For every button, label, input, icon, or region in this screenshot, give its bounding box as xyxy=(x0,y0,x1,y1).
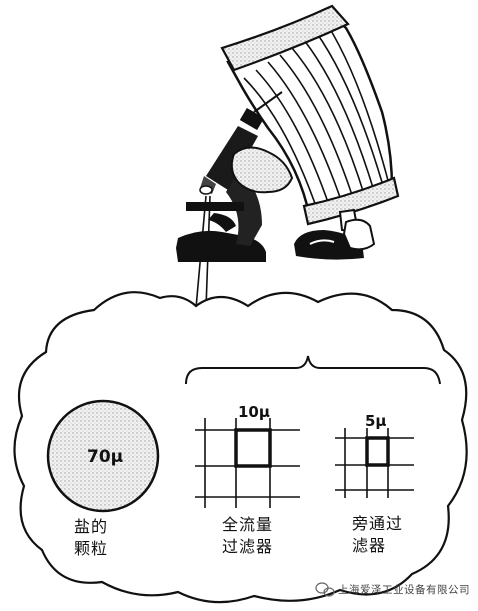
filter-strap xyxy=(253,91,283,113)
shoe-highlight xyxy=(309,239,335,245)
filter-pleats xyxy=(243,23,391,213)
microscope-stage xyxy=(186,202,244,211)
character-shoe-right xyxy=(342,218,376,251)
view-pointer xyxy=(195,195,211,309)
microscope-illustration xyxy=(176,4,400,262)
bypass-pore xyxy=(365,436,390,467)
bypass-filter-label: 旁通过 滤器 xyxy=(352,514,404,555)
filter-bottom-cap xyxy=(302,176,400,226)
bypass-size-label: 5μ xyxy=(365,412,387,430)
salt-particle-label: 盐的 颗粒 xyxy=(74,517,109,558)
wechat-icon xyxy=(315,582,335,597)
full-flow-pore xyxy=(234,428,272,468)
full-flow-filter-grid xyxy=(195,418,300,508)
view-cloud xyxy=(13,291,468,604)
microscope-eyepiece xyxy=(239,107,265,131)
salt-particle xyxy=(46,399,160,513)
microscope-stage-clip xyxy=(208,213,236,232)
microscope-lens xyxy=(199,185,213,195)
full-flow-size-label: 10μ xyxy=(238,403,270,421)
filter-top-cap xyxy=(220,4,350,72)
salt-size-label: 70μ xyxy=(87,447,124,467)
filters-brace xyxy=(185,355,441,385)
bypass-filter-grid xyxy=(335,428,414,498)
watermark-text: 上海爱泽工业设备有限公司 xyxy=(338,584,470,596)
character-hand xyxy=(230,146,294,194)
full-flow-filter-label: 全流量 过滤器 xyxy=(222,515,274,556)
